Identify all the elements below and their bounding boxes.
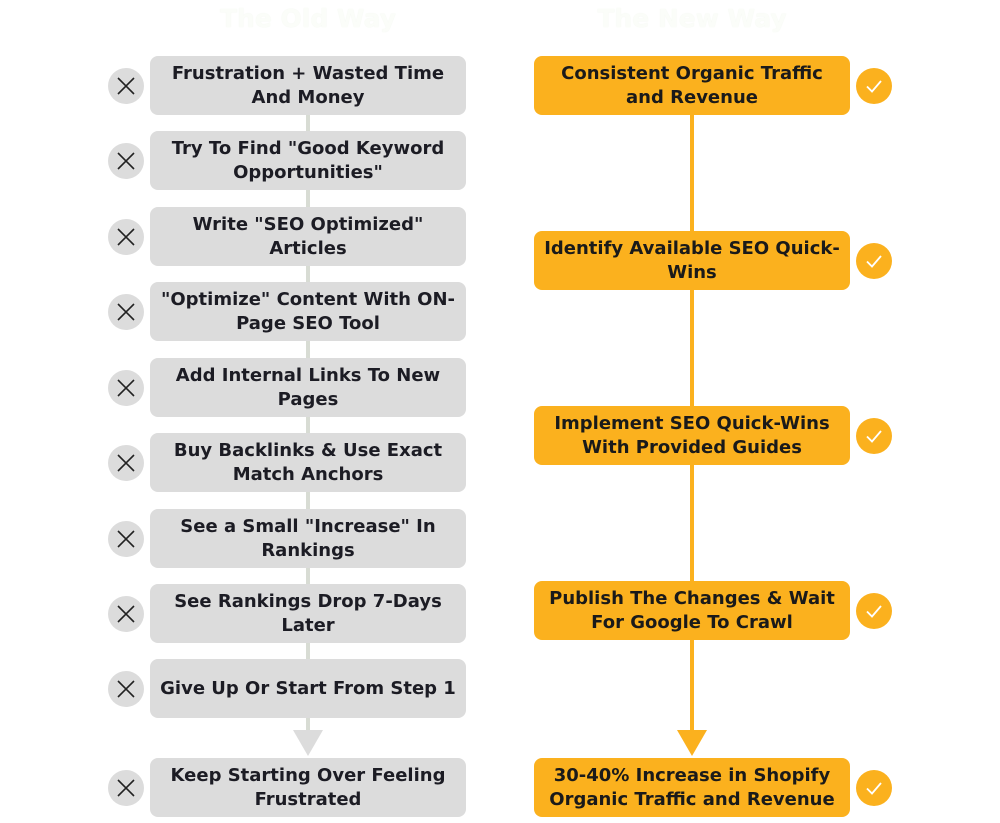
new-way-step: Implement SEO Quick-Wins With Provided G… [534,406,850,465]
old-way-step: Add Internal Links To New Pages [150,358,466,417]
old-way-step: "Optimize" Content With ON-Page SEO Tool [150,282,466,341]
old-way-step: Frustration + Wasted Time And Money [150,56,466,115]
old-way-step: Try To Find "Good Keyword Opportunities" [150,131,466,190]
check-icon [856,243,892,279]
x-icon [108,219,144,255]
old-way-step-label: Keep Starting Over Feeling Frustrated [170,764,446,810]
new-way-step-label: Publish The Changes & Wait For Google To… [549,587,835,633]
check-icon [856,593,892,629]
new-way-arrow-icon [677,730,707,756]
new-way-step: 30-40% Increase in Shopify Organic Traff… [534,758,850,817]
old-way-step: Keep Starting Over Feeling Frustrated [150,758,466,817]
x-icon [108,68,144,104]
old-way-heading: The Old Way [219,4,396,33]
new-way-step-label: 30-40% Increase in Shopify Organic Traff… [549,764,835,810]
old-way-step-label: Try To Find "Good Keyword Opportunities" [171,137,445,183]
x-icon [108,445,144,481]
old-way-step-label: See Rankings Drop 7-Days Later [174,590,442,636]
x-icon [108,143,144,179]
old-way-step: See Rankings Drop 7-Days Later [150,584,466,643]
old-way-arrow-icon [293,730,323,756]
new-way-connector-line [690,80,694,730]
new-way-step-label: Implement SEO Quick-Wins With Provided G… [554,412,830,458]
new-way-step-label: Identify Available SEO Quick-Wins [544,237,840,283]
old-way-step: Buy Backlinks & Use Exact Match Anchors [150,433,466,492]
check-icon [856,68,892,104]
old-way-step: Write "SEO Optimized" Articles [150,207,466,266]
old-way-step: Give Up Or Start From Step 1 [150,659,466,718]
new-way-step: Consistent Organic Traffic and Revenue [534,56,850,115]
old-way-step-label: Frustration + Wasted Time And Money [171,62,445,108]
old-way-step-label: Add Internal Links To New Pages [175,364,441,410]
x-icon [108,521,144,557]
x-icon [108,370,144,406]
new-way-step-label: Consistent Organic Traffic and Revenue [561,62,823,108]
old-way-step-label: Give Up Or Start From Step 1 [160,677,456,699]
new-way-step: Publish The Changes & Wait For Google To… [534,581,850,640]
check-icon [856,770,892,806]
check-icon [856,418,892,454]
x-icon [108,294,144,330]
old-way-step-label: Write "SEO Optimized" Articles [192,213,424,259]
x-icon [108,770,144,806]
old-way-step-label: See a Small "Increase" In Rankings [180,515,436,561]
old-way-step-label: Buy Backlinks & Use Exact Match Anchors [173,439,443,485]
x-icon [108,596,144,632]
new-way-step: Identify Available SEO Quick-Wins [534,231,850,290]
x-icon [108,671,144,707]
old-way-step: See a Small "Increase" In Rankings [150,509,466,568]
old-way-step-label: "Optimize" Content With ON-Page SEO Tool [160,288,456,334]
new-way-heading: The New Way [597,4,787,33]
